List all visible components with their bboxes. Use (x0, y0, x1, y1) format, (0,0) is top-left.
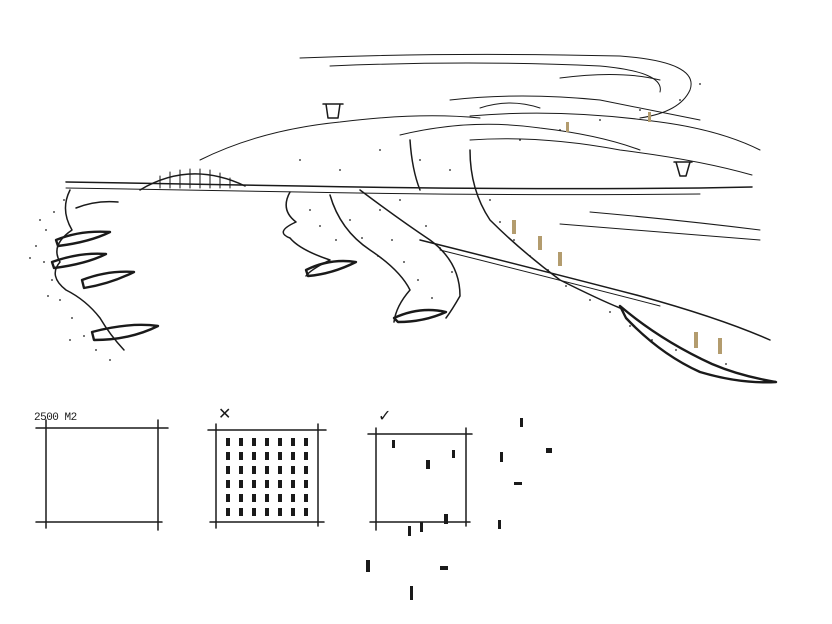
grid-mark (252, 438, 256, 446)
diagram-grid-square (207, 423, 327, 529)
grid-mark (278, 494, 282, 502)
grid-mark (278, 480, 282, 488)
grid-mark (239, 452, 243, 460)
grid-mark (278, 466, 282, 474)
reject-mark-icon: ✕ (218, 404, 232, 423)
grid-mark (265, 452, 269, 460)
grid-mark (304, 480, 308, 488)
grid-mark (265, 494, 269, 502)
tan-posts (512, 112, 722, 354)
grid-mark (226, 480, 230, 488)
grid-mark (252, 452, 256, 460)
grid-mark (291, 508, 295, 516)
grid-mark (265, 466, 269, 474)
grid-mark (226, 494, 230, 502)
grid-mark (265, 508, 269, 516)
grid-mark (304, 438, 308, 446)
grid-mark (265, 480, 269, 488)
grid-mark (239, 494, 243, 502)
grid-mark (226, 438, 230, 446)
grid-mark (304, 452, 308, 460)
grid-mark (291, 466, 295, 474)
grid-mark (226, 452, 230, 460)
grid-mark (239, 480, 243, 488)
landscape-perspective (29, 53, 778, 384)
grid-mark (252, 494, 256, 502)
land-stipple (299, 83, 727, 365)
grid-mark (278, 508, 282, 516)
diagram-scattered-square (366, 418, 552, 600)
grid-mark (252, 466, 256, 474)
scattered-marks (366, 418, 552, 600)
grid-mark (291, 438, 295, 446)
grid-mark (304, 466, 308, 474)
grid-mark (239, 466, 243, 474)
grid-mark (265, 438, 269, 446)
grid-mark (278, 452, 282, 460)
area-label: 2500 M2 (34, 412, 77, 424)
accept-mark-icon: ✓ (378, 406, 392, 425)
grid-mark (239, 438, 243, 446)
diagram-empty-square (35, 419, 169, 531)
left-stipple (29, 199, 111, 361)
grid-mark (239, 508, 243, 516)
grid-mark (278, 438, 282, 446)
grid-mark (252, 480, 256, 488)
grid-mark (252, 508, 256, 516)
grid-mark (291, 452, 295, 460)
grid-mark (226, 508, 230, 516)
grid-mark (304, 494, 308, 502)
grid-mark (226, 466, 230, 474)
grid-mark (304, 508, 308, 516)
grid-mark (291, 494, 295, 502)
grid-mark (291, 480, 295, 488)
